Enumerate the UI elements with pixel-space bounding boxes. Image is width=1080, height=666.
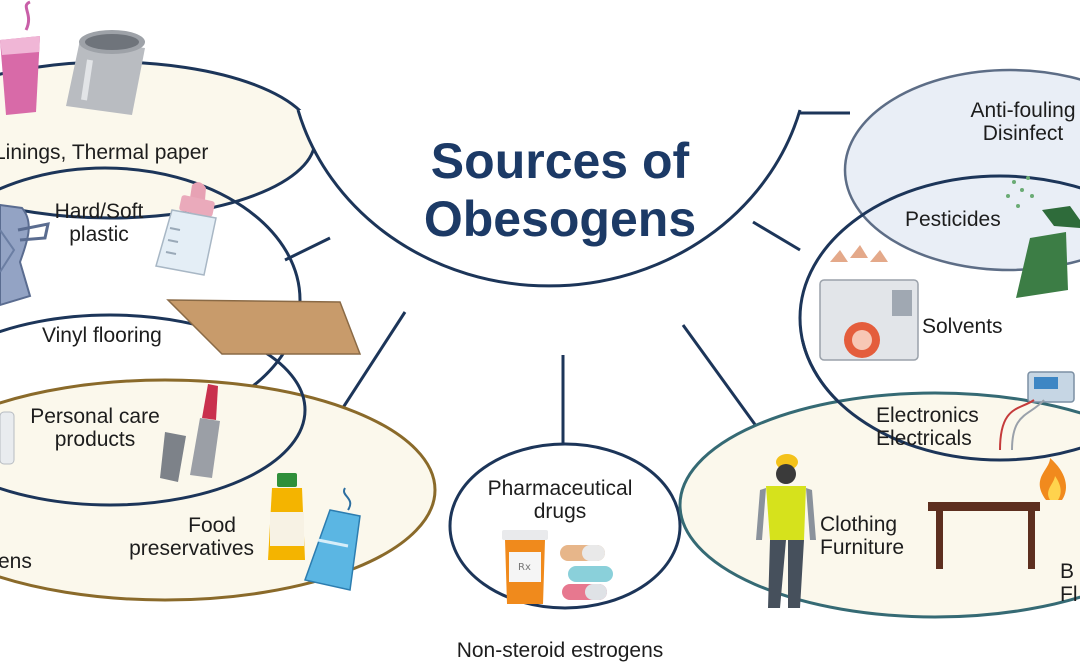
flame-icon (1039, 458, 1066, 500)
hub-arc (296, 109, 802, 288)
label-clothing-line-1: Clothing (820, 513, 898, 536)
label-food-line-2: preservatives (129, 537, 254, 560)
connector-mid-left (284, 236, 331, 262)
page-title: Sources of Obesogens (380, 132, 740, 248)
label-pharmaceutical: Pharmaceutical drugs (475, 477, 645, 523)
pill-bottle-icon: Rx (502, 530, 548, 604)
label-right-group-cut-line-1: B (1060, 560, 1075, 583)
title-line-2: Obesogens (423, 191, 697, 247)
table-icon (928, 502, 1040, 569)
label-pesticides: Pesticides (905, 208, 1001, 231)
ellipse-pharmaceutical (448, 442, 682, 610)
can-icon (66, 30, 145, 115)
ellipse-vinyl-ring (0, 313, 307, 507)
label-electronics: Electronics Electricals (876, 404, 979, 450)
spray-bottle-icon (1006, 176, 1080, 298)
label-plastic: Hard/Soft plastic (44, 200, 154, 246)
baby-bottle-icon (155, 182, 217, 276)
label-clothing-line-2: Furniture (820, 536, 905, 559)
label-food: Food preservatives (114, 514, 254, 560)
ellipse-antifouling (843, 68, 1080, 272)
label-food-line-1: Food (188, 514, 236, 537)
label-vinyl: Vinyl flooring (42, 324, 162, 347)
connector-mid-right (752, 220, 801, 252)
lotion-icon (0, 411, 15, 465)
connector-low-left (333, 311, 407, 421)
label-non-steroid: Non-steroid estrogens (456, 639, 664, 662)
title-line-1: Sources of (430, 133, 690, 189)
label-plastic-line-2: plastic (69, 223, 129, 246)
label-left-group-cut: ens (0, 550, 32, 573)
label-antifouling-line-1: Anti-fouling (970, 99, 1076, 122)
capsule-icon (560, 545, 613, 600)
label-right-group-cut: B Fl (1060, 560, 1078, 606)
label-antifouling: Anti-fouling Disinfect (958, 99, 1080, 145)
label-solvents: Solvents (922, 315, 1003, 338)
vinyl-tile-icon (166, 299, 362, 355)
label-pharmaceutical-line-1: Pharmaceutical (487, 477, 633, 500)
connector-lines (222, 111, 850, 449)
label-electronics-line-2: Electricals (876, 427, 972, 450)
label-electronics-line-1: Electronics (876, 404, 979, 427)
worker-icon (756, 454, 816, 608)
ellipse-can-linings (0, 60, 317, 220)
juice-bottle-icon (268, 473, 305, 560)
lab-instrument-icon (819, 245, 919, 361)
label-plastic-line-1: Hard/Soft (54, 200, 144, 223)
label-right-group-cut-line-2: Fl (1060, 583, 1078, 606)
label-pharmaceutical-line-2: drugs (533, 500, 587, 523)
mask-icon (0, 203, 50, 307)
svg-text:Rx: Rx (518, 562, 531, 573)
electronic-device-icon (999, 371, 1075, 451)
water-bottle-icon (304, 487, 361, 591)
label-clothing: Clothing Furniture (820, 513, 904, 559)
label-personal-care: Personal care products (20, 405, 170, 451)
label-antifouling-line-2: Disinfect (982, 122, 1064, 145)
label-personal-care-line-2: products (54, 428, 136, 451)
label-can-linings: Linings, Thermal paper (0, 141, 209, 164)
label-personal-care-line-1: Personal care (30, 405, 160, 428)
cup-icon (0, 0, 40, 115)
lipstick-icon (160, 384, 220, 482)
